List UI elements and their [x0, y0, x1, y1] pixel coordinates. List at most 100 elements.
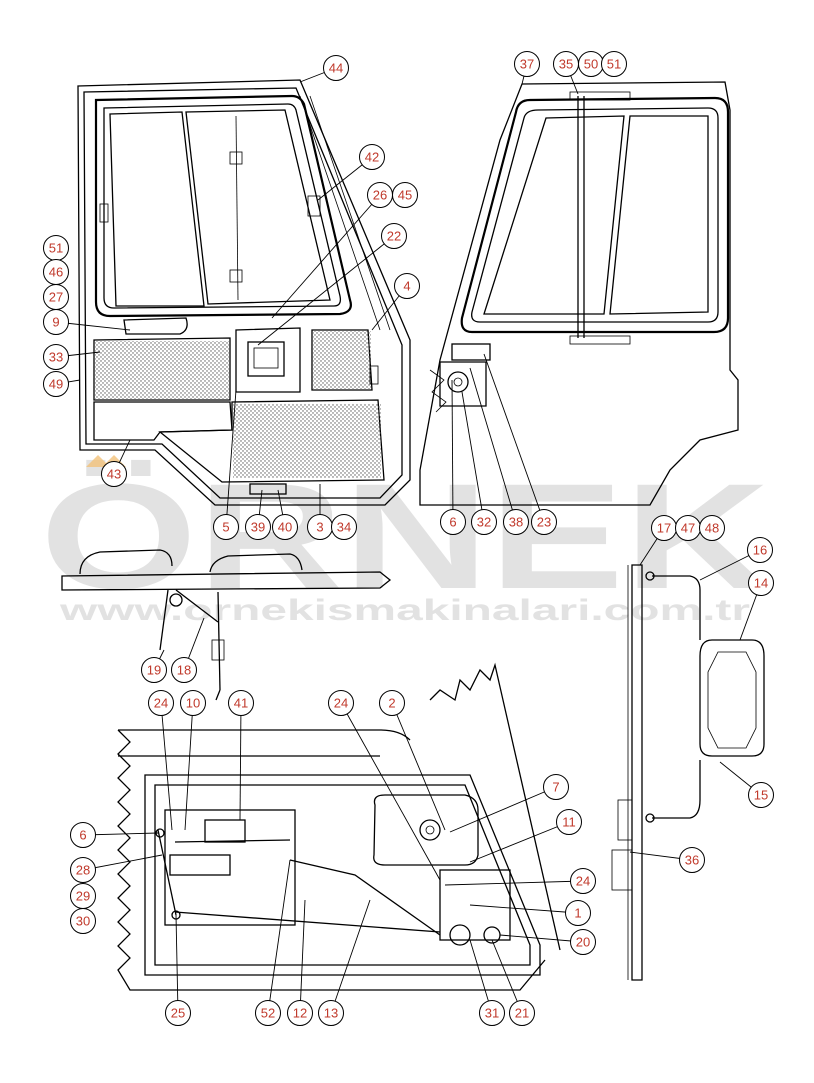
callout-bubble-49: 49	[43, 371, 69, 397]
callout-label: 24	[576, 874, 590, 889]
callout-label: 44	[329, 61, 343, 76]
callout-bubble-37: 37	[514, 51, 540, 77]
callout-bubble-9: 9	[43, 309, 69, 335]
leader-line	[267, 859, 291, 1014]
callout-label: 11	[562, 815, 576, 830]
leader-line	[271, 194, 381, 319]
callout-bubble-11: 11	[556, 809, 582, 835]
callout-label: 36	[685, 853, 699, 868]
callout-label: 45	[398, 188, 412, 203]
callout-bubble-17: 17	[651, 515, 677, 541]
callout-label: 6	[79, 828, 86, 843]
leader-line	[444, 880, 584, 886]
leader-line	[257, 235, 395, 346]
callout-label: 18	[177, 663, 191, 678]
callout-label: 14	[754, 576, 768, 591]
callout-label: 19	[147, 663, 161, 678]
callout-label: 43	[107, 467, 121, 482]
callout-label: 27	[49, 290, 63, 305]
callout-bubble-46: 46	[43, 259, 69, 285]
callout-bubble-29: 29	[70, 883, 96, 909]
callout-label: 24	[334, 696, 348, 711]
callout-bubble-19: 19	[141, 657, 167, 683]
callout-label: 20	[576, 935, 590, 950]
callout-label: 16	[753, 543, 767, 558]
callout-label: 24	[154, 696, 168, 711]
door-lock-mechanism	[117, 662, 561, 991]
callout-label: 34	[337, 520, 351, 535]
callout-label: 2	[388, 696, 395, 711]
callout-bubble-18: 18	[171, 657, 197, 683]
right-door-outer-view	[419, 81, 739, 506]
leader-line	[225, 389, 237, 528]
callout-bubble-30: 30	[70, 908, 96, 934]
leader-line	[461, 391, 485, 523]
callout-label: 3	[316, 520, 323, 535]
callout-bubble-27: 27	[43, 284, 69, 310]
callout-bubble-23: 23	[531, 509, 557, 535]
callout-label: 21	[515, 1006, 529, 1021]
callout-label: 31	[485, 1006, 499, 1021]
leader-line	[175, 914, 179, 1014]
callout-bubble-48: 48	[699, 515, 725, 541]
callout-label: 23	[537, 515, 551, 530]
callout-bubble-28: 28	[70, 857, 96, 883]
callout-bubble-20: 20	[570, 929, 596, 955]
callout-bubble-6: 6	[70, 822, 96, 848]
callout-bubble-16: 16	[747, 537, 773, 563]
callout-label: 37	[520, 57, 534, 72]
watermark: ÖRNEK www.ornekismakinalari.com.tr	[40, 452, 770, 627]
callout-bubble-32: 32	[471, 509, 497, 535]
callout-bubble-42: 42	[359, 144, 385, 170]
callout-label: 22	[387, 229, 401, 244]
callout-bubble-45: 45	[392, 182, 418, 208]
callout-label: 15	[754, 788, 768, 803]
callout-label: 7	[552, 780, 559, 795]
leader-line	[449, 786, 557, 833]
callout-bubble-24: 24	[148, 690, 174, 716]
callout-bubble-21: 21	[509, 1000, 535, 1026]
callout-label: 4	[403, 279, 410, 294]
callout-bubble-52: 52	[255, 1000, 281, 1026]
callout-label: 30	[76, 914, 90, 929]
callout-label: 10	[186, 696, 200, 711]
watermark-url: www.ornekismakinalari.com.tr	[58, 594, 750, 627]
callout-bubble-6: 6	[440, 509, 466, 535]
callout-label: 35	[559, 57, 573, 72]
callout-bubble-31: 31	[479, 1000, 505, 1026]
callout-label: 13	[324, 1006, 338, 1021]
leader-line	[469, 821, 570, 863]
leader-line	[184, 702, 194, 831]
callout-label: 1	[574, 906, 581, 921]
callout-bubble-35: 35	[553, 51, 579, 77]
callout-bubble-40: 40	[272, 514, 298, 540]
callout-label: 48	[705, 521, 719, 536]
leader-line	[82, 854, 163, 871]
callout-label: 32	[477, 515, 491, 530]
callout-bubble-2: 2	[379, 690, 405, 716]
callout-bubble-51: 51	[43, 235, 69, 261]
callout-bubble-14: 14	[748, 570, 774, 596]
leader-line	[451, 379, 454, 523]
callout-label: 17	[657, 521, 671, 536]
callout-bubble-10: 10	[180, 690, 206, 716]
callout-label: 51	[607, 57, 621, 72]
left-door-inner-view	[77, 79, 411, 506]
callout-label: 29	[76, 889, 90, 904]
callout-bubble-39: 39	[245, 514, 271, 540]
leader-line	[491, 939, 523, 1014]
callout-bubble-26: 26	[367, 182, 393, 208]
leader-line	[469, 904, 579, 914]
leader-line	[160, 702, 173, 831]
callout-label: 12	[293, 1006, 307, 1021]
callout-bubble-47: 47	[675, 515, 701, 541]
callout-bubble-22: 22	[381, 223, 407, 249]
callout-bubble-44: 44	[323, 55, 349, 81]
callout-bubble-41: 41	[228, 690, 254, 716]
callout-bubble-13: 13	[318, 1000, 344, 1026]
leader-line	[469, 367, 517, 523]
callout-label: 9	[52, 315, 59, 330]
leader-line	[330, 899, 371, 1014]
callout-label: 38	[509, 515, 523, 530]
